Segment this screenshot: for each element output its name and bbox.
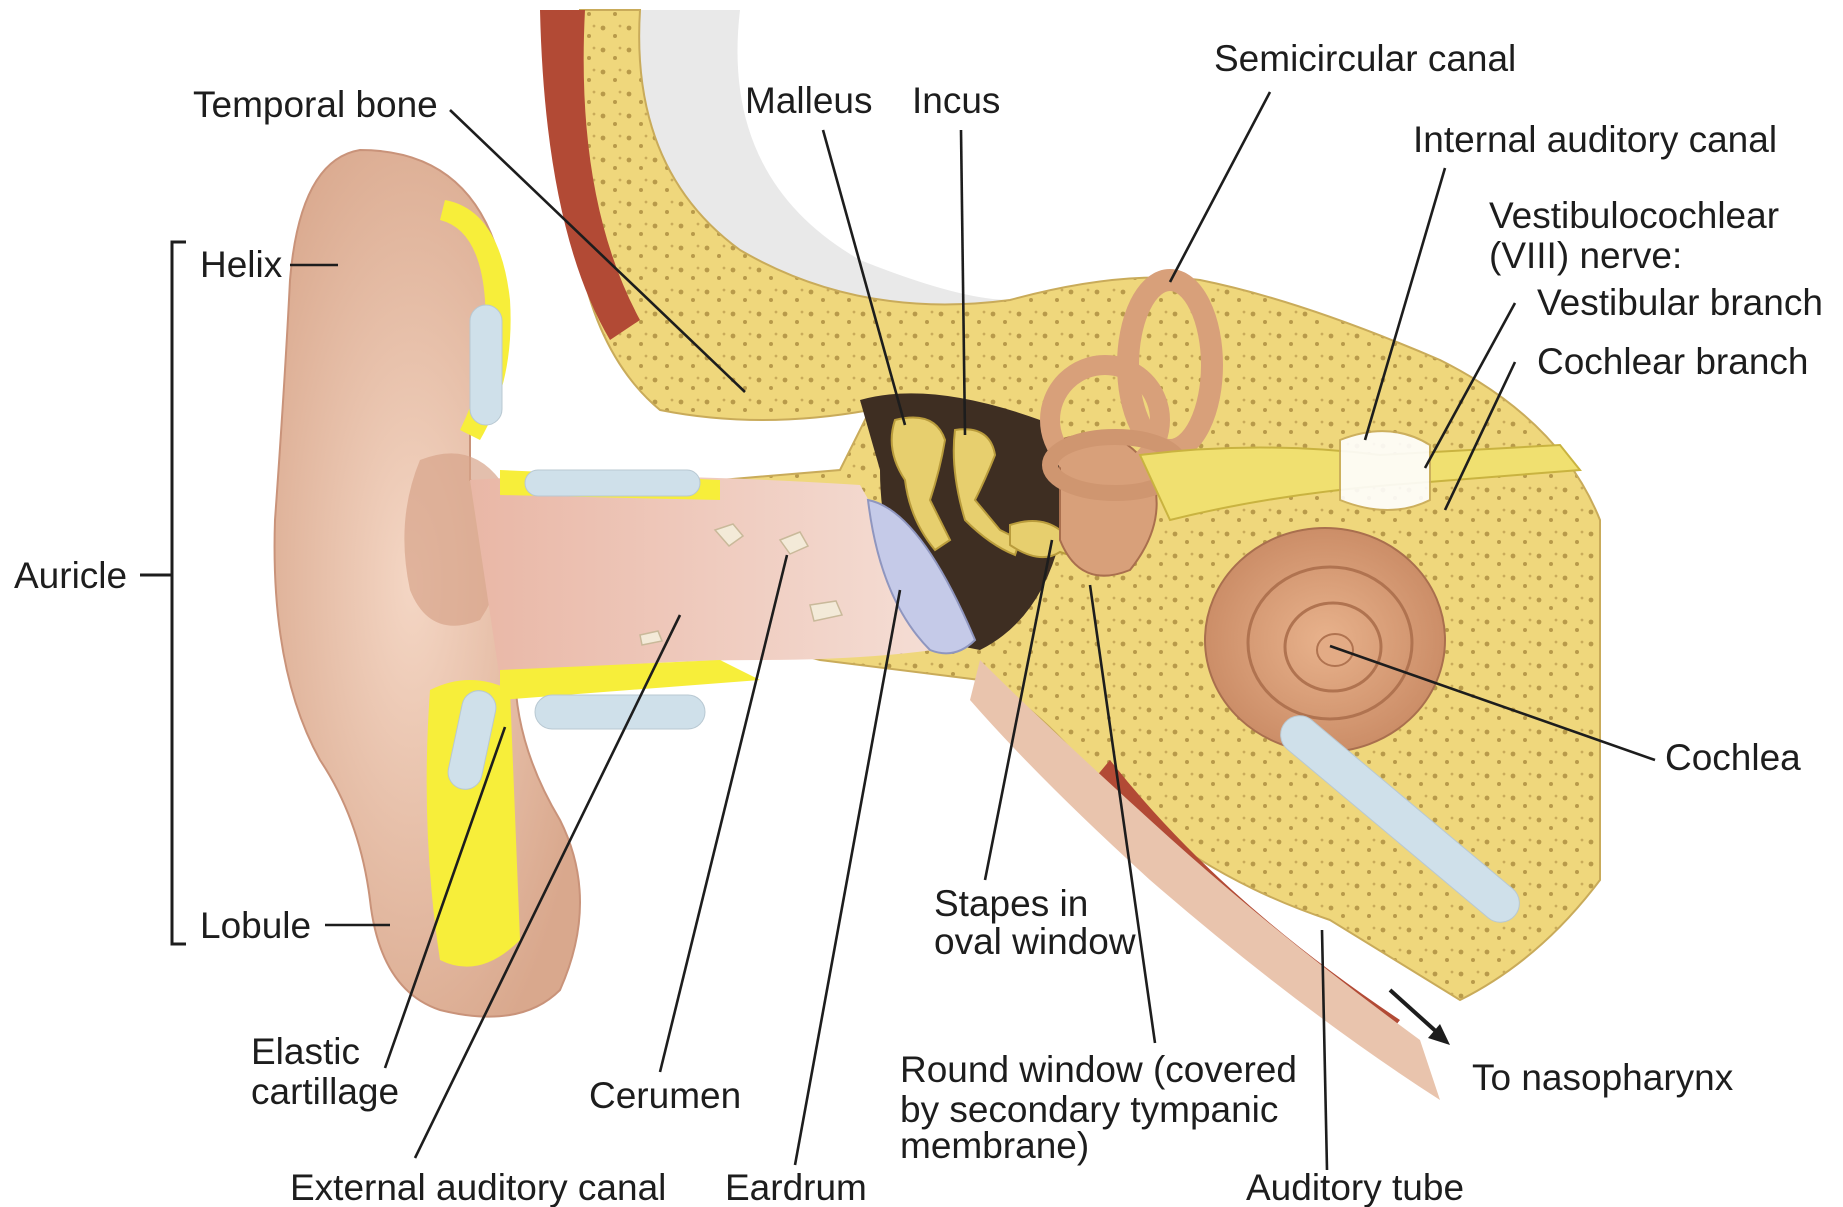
label-lobule: Lobule (200, 905, 311, 946)
label-cochlea: Cochlea (1665, 737, 1801, 778)
canal-oval-upper (525, 470, 700, 496)
leader-eardrum (795, 590, 900, 1165)
label-round-window-line1: Round window (covered (900, 1049, 1297, 1090)
label-cochlear-branch: Cochlear branch (1537, 341, 1808, 382)
cochlea-spiral-core (1317, 634, 1353, 666)
label-round-window-line3: membrane) (900, 1125, 1089, 1166)
label-incus: Incus (912, 80, 1000, 121)
label-auricle: Auricle (14, 555, 127, 596)
label-elastic-cartilage-line2: cartillage (251, 1071, 399, 1112)
canal-oval-lower (535, 695, 705, 729)
internal-auditory-canal (1340, 431, 1430, 510)
label-stapes-line1: Stapes in (934, 883, 1088, 924)
label-auditory-tube: Auditory tube (1246, 1167, 1464, 1207)
label-semicircular-canal: Semicircular canal (1214, 38, 1516, 79)
label-to-nasopharynx: To nasopharynx (1472, 1057, 1733, 1098)
leader-semicircular-canal (1170, 92, 1270, 282)
label-malleus: Malleus (745, 80, 873, 121)
label-temporal-bone: Temporal bone (193, 84, 438, 125)
label-internal-auditory-canal: Internal auditory canal (1413, 119, 1777, 160)
cartilage-oval-upper (470, 305, 502, 425)
leader-auditory-tube (1322, 930, 1327, 1170)
label-helix: Helix (200, 244, 282, 285)
label-vestibulocochlear-line1: Vestibulocochlear (1489, 195, 1779, 236)
label-vestibular-branch: Vestibular branch (1537, 282, 1823, 323)
label-vestibulocochlear-line2: (VIII) nerve: (1489, 235, 1682, 276)
label-stapes-line2: oval window (934, 921, 1136, 962)
label-round-window-line2: by secondary tympanic (900, 1089, 1278, 1130)
label-external-auditory-canal: External auditory canal (290, 1167, 666, 1207)
label-cerumen: Cerumen (589, 1075, 741, 1116)
label-eardrum: Eardrum (725, 1167, 867, 1207)
auricle-bracket (172, 242, 186, 944)
label-elastic-cartilage-line1: Elastic (251, 1031, 360, 1072)
